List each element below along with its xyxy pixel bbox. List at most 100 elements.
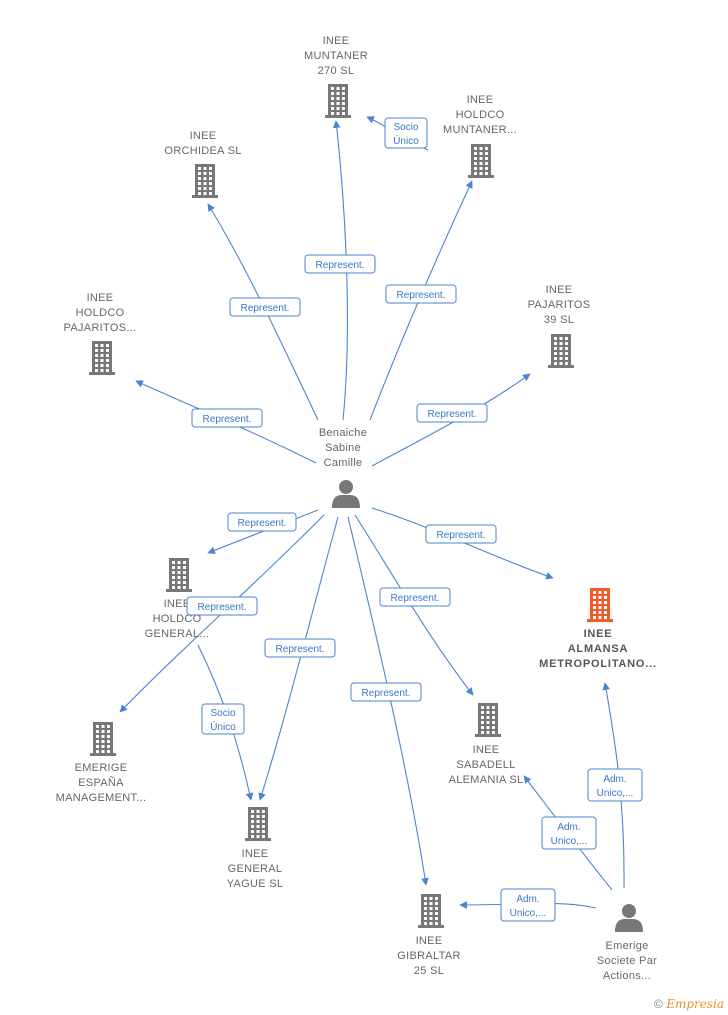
node-emerige-espana[interactable]: EMERIGEESPAÑAMANAGEMENT... — [56, 722, 147, 804]
edge-label-text: Único — [210, 720, 236, 733]
node-label: HOLDCO — [456, 109, 505, 121]
node-pajaritos39[interactable]: INEE PAJARITOS 39 SL — [528, 284, 591, 368]
edge-label-box — [201, 703, 245, 735]
edge-label-text: Adm. — [516, 894, 539, 905]
node-label: HOLDCO — [76, 307, 125, 319]
edge-label-box — [587, 768, 643, 802]
edge-label[interactable]: Represent. — [416, 403, 488, 423]
node-label: INEE — [164, 598, 191, 610]
node-holdco-muntaner[interactable]: INEE HOLDCO MUNTANER... — [443, 94, 517, 178]
edge-label[interactable]: Represent. — [229, 297, 301, 317]
node-label: METROPOLITANO... — [539, 658, 657, 670]
edges-layer — [119, 116, 625, 909]
edge-label-box — [379, 587, 451, 607]
edge-label[interactable]: Represent. — [264, 638, 336, 658]
node-label: YAGUE SL — [227, 878, 284, 890]
building-icon — [192, 164, 218, 198]
building-icon — [418, 894, 444, 928]
edge-label-box — [227, 512, 297, 532]
edge-label[interactable]: Represent. — [191, 408, 263, 428]
node-label: PAJARITOS... — [64, 322, 137, 334]
person-icon — [332, 480, 360, 508]
edge-label-box — [264, 638, 336, 658]
node-label: ALMANSA — [568, 643, 629, 655]
node-label: Sabine — [325, 442, 361, 454]
node-almansa[interactable]: INEE ALMANSA METROPOLITANO... — [539, 588, 657, 670]
node-label: GENERAL — [228, 863, 283, 875]
node-label: HOLDCO — [153, 613, 202, 625]
edge-label-box — [350, 682, 422, 702]
edge-label[interactable]: Represent. — [425, 524, 497, 544]
edge-label-text: Represent. — [362, 688, 411, 699]
edge-label-text: Represent. — [198, 602, 247, 613]
node-holdco-pajaritos[interactable]: INEE HOLDCO PAJARITOS... — [64, 292, 137, 375]
node-label: INEE — [473, 744, 500, 756]
building-icon — [89, 341, 115, 375]
edge-label-box — [191, 408, 263, 428]
node-label: GENERAL... — [145, 628, 210, 640]
node-label: ESPAÑA — [78, 776, 124, 789]
edge-label-text: Socio — [210, 708, 235, 719]
edge-label-box — [304, 254, 376, 274]
edge-label-text: Adm. — [603, 774, 626, 785]
node-label: PAJARITOS — [528, 299, 591, 311]
edge-labels-layer: Represent. Represent. Represent. Represent.… — [186, 117, 643, 922]
edge-label-box — [416, 403, 488, 423]
edge-label-box — [229, 297, 301, 317]
node-holdco-general[interactable]: INEE HOLDCO GENERAL... — [145, 558, 210, 640]
edge-label[interactable]: Represent. — [385, 284, 457, 304]
brand-logo[interactable]: Empresia — [666, 997, 724, 1011]
edge-label-text: Unico,... — [551, 836, 588, 847]
building-icon — [90, 722, 116, 756]
node-label: Societe Par — [597, 955, 657, 967]
node-gibraltar[interactable]: INEE GIBRALTAR 25 SL — [397, 894, 460, 977]
edge-label-text: Único — [393, 134, 419, 147]
edge-label[interactable]: Represent. — [227, 512, 297, 532]
edge-label-text: Represent. — [203, 414, 252, 425]
edge-label-text: Unico,... — [510, 908, 547, 919]
edge-line — [371, 373, 531, 467]
building-icon — [166, 558, 192, 592]
footer-credit: © Empresia — [654, 997, 724, 1011]
edge-label-text: Socio — [393, 122, 418, 133]
edge-label-box — [186, 596, 258, 616]
node-label: INEE — [467, 94, 494, 106]
building-icon — [548, 334, 574, 368]
building-icon — [245, 807, 271, 841]
node-label: MUNTANER... — [443, 124, 517, 136]
building-icon — [587, 588, 613, 622]
edge-label[interactable]: Adm. Unico,... — [541, 816, 597, 850]
edge-label-text: Represent. — [428, 409, 477, 420]
edge-label-text: Represent. — [238, 518, 287, 529]
edge-label-text: Adm. — [557, 822, 580, 833]
node-label: 25 SL — [414, 965, 444, 977]
edge-label[interactable]: Represent. — [379, 587, 451, 607]
node-general-yague[interactable]: INEE GENERAL YAGUE SL — [227, 807, 284, 890]
edge-label-text: Unico,... — [597, 788, 634, 799]
node-label: GIBRALTAR — [397, 950, 460, 962]
edge-label-text: Represent. — [391, 593, 440, 604]
copyright-icon: © — [654, 997, 663, 1011]
node-label: INEE — [584, 628, 613, 640]
node-label: INEE — [242, 848, 269, 860]
edge-label[interactable]: Adm. Unico,... — [500, 888, 556, 922]
edge-label[interactable]: Represent. — [186, 596, 258, 616]
node-label: INEE — [416, 935, 443, 947]
edge-label[interactable]: Represent. — [304, 254, 376, 274]
node-label: INEE — [87, 292, 114, 304]
edge-label[interactable]: Represent. — [350, 682, 422, 702]
node-label: 39 SL — [544, 314, 574, 326]
edge-label[interactable]: Adm. Unico,... — [587, 768, 643, 802]
edge-label-text: Represent. — [241, 303, 290, 314]
edge-label-box — [425, 524, 497, 544]
person-icon — [615, 904, 643, 932]
node-label: INEE — [546, 284, 573, 296]
